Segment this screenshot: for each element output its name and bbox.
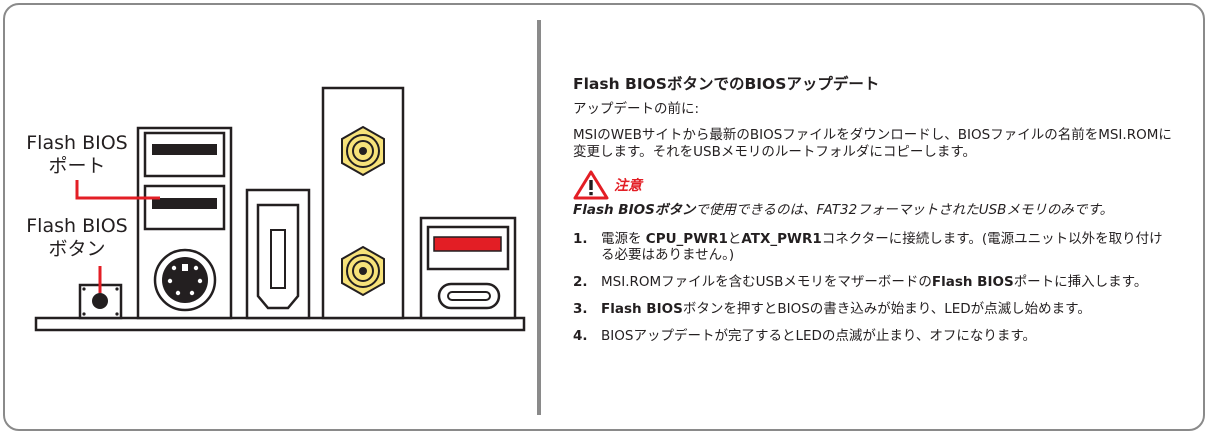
instructions-panel: Flash BIOSボタンでのBIOSアップデート アップデートの前に: MSI… bbox=[573, 72, 1173, 355]
preparation-text: MSIのWEBサイトから最新のBIOSファイルをダウンロードし、BIOSファイル… bbox=[573, 127, 1172, 160]
antenna-connector-bottom bbox=[341, 245, 385, 297]
step-4: 4. BIOSアップデートが完了するとLEDの点滅が止まり、オフになります。 bbox=[573, 328, 1036, 344]
warning-triangle-icon bbox=[573, 170, 609, 200]
column-divider bbox=[537, 20, 541, 415]
before-update-label: アップデートの前に: bbox=[573, 101, 700, 117]
content-frame bbox=[3, 3, 1205, 431]
io-base-plate bbox=[34, 316, 526, 332]
caution-note: Flash BIOSボタンで使用できるのは、FAT32フォーマットされたUSBメ… bbox=[573, 202, 1114, 218]
rear-io-diagram bbox=[34, 86, 526, 332]
section-title: Flash BIOSボタンでのBIOSアップデート bbox=[573, 75, 880, 93]
step-2: 2. MSI.ROMファイルを含むUSBメモリをマザーボードのFlash BIO… bbox=[573, 274, 1148, 290]
step-3: 3. Flash BIOSボタンを押すとBIOSの書き込みが始まり、LEDが点滅… bbox=[573, 301, 1091, 317]
step-1: 1. 電源を CPU_PWR1とATX_PWR1コネクターに接続します。(電源ユ… bbox=[573, 231, 1163, 263]
caution-header: 注意 bbox=[573, 170, 1173, 200]
flash-bios-port-label: Flash BIOS ポート bbox=[26, 132, 128, 177]
steps-list: 1. 電源を CPU_PWR1とATX_PWR1コネクターに接続します。(電源ユ… bbox=[573, 231, 1173, 344]
caution-label: 注意 bbox=[614, 178, 642, 194]
flash-bios-button-label: Flash BIOS ボタン bbox=[26, 215, 128, 260]
antenna-connector-top bbox=[341, 125, 385, 177]
port-callout-line bbox=[75, 180, 160, 200]
